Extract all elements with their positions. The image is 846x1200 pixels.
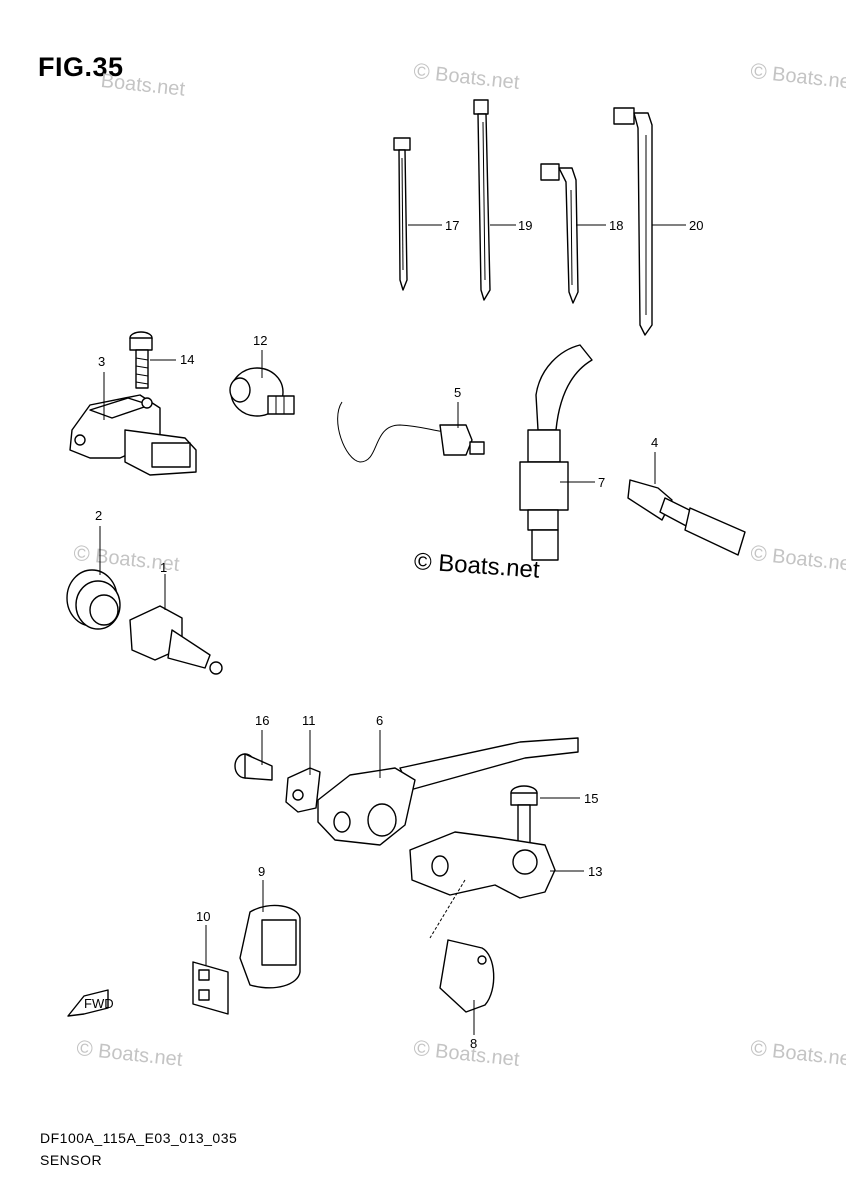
callout-13: 13 — [588, 864, 602, 879]
callout-6: 6 — [376, 713, 383, 728]
assembly-line — [429, 879, 466, 939]
callout-8: 8 — [470, 1036, 477, 1051]
label-plate-10 — [192, 961, 229, 1015]
callout-20: 20 — [689, 218, 703, 233]
callout-5: 5 — [454, 385, 461, 400]
sensor-6 — [317, 737, 579, 846]
plate-11 — [285, 767, 321, 813]
sensor-4 — [627, 479, 746, 556]
map-sensor-3 — [69, 394, 197, 476]
clamp-9 — [239, 904, 301, 989]
callout-7: 7 — [598, 475, 605, 490]
callout-1: 1 — [160, 560, 167, 575]
cable-tie-18 — [540, 163, 579, 304]
callout-18: 18 — [609, 218, 623, 233]
callout-2: 2 — [95, 508, 102, 523]
clip-8 — [439, 939, 495, 1013]
temp-sensor-5 — [337, 401, 485, 463]
sensor-7 — [519, 344, 593, 561]
callout-4: 4 — [651, 435, 658, 450]
callout-17: 17 — [445, 218, 459, 233]
drawing-name: SENSOR — [40, 1152, 103, 1168]
callout-numbers: 17 19 18 20 3 14 12 5 7 4 2 1 16 11 6 15… — [95, 218, 703, 1051]
callout-9: 9 — [258, 864, 265, 879]
fwd-badge: FWD — [67, 989, 114, 1017]
drawing-code: DF100A_115A_E03_013_035 — [40, 1130, 238, 1146]
knock-sensor-12 — [229, 367, 295, 417]
bolt-16 — [234, 753, 273, 781]
sensor-1 — [129, 605, 223, 675]
callout-11: 11 — [302, 713, 316, 728]
callout-10: 10 — [196, 909, 210, 924]
callout-3: 3 — [98, 354, 105, 369]
callout-19: 19 — [518, 218, 532, 233]
cable-tie-17 — [393, 137, 411, 291]
callout-12: 12 — [253, 333, 267, 348]
bracket-13 — [409, 831, 556, 899]
cable-tie-19 — [473, 99, 491, 301]
callout-14: 14 — [180, 352, 194, 367]
grommet-2 — [66, 569, 121, 630]
svg-text:FWD: FWD — [84, 996, 114, 1011]
figure-title: FIG.35 — [38, 52, 124, 82]
bolt-15 — [510, 785, 538, 844]
bolt-14 — [129, 331, 153, 389]
cable-tie-20 — [613, 107, 653, 336]
callout-15: 15 — [584, 791, 598, 806]
callout-16: 16 — [255, 713, 269, 728]
